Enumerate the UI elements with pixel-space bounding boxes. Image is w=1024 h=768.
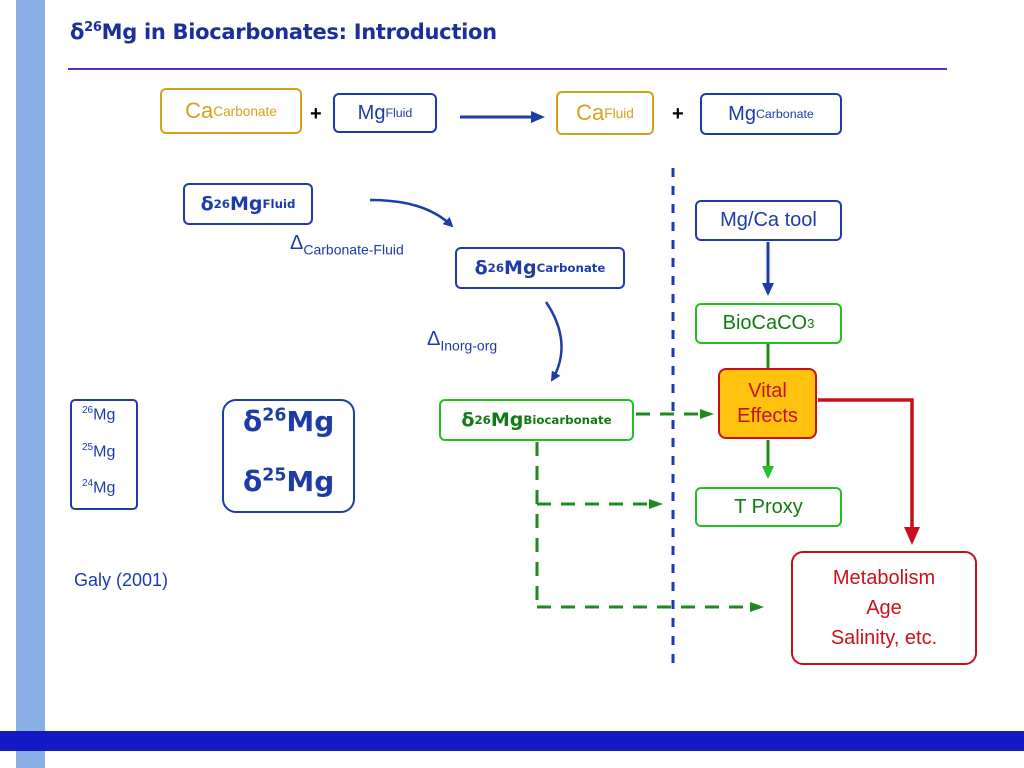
delta-carbonate-fluid-label: ΔCarbonate-Fluid bbox=[290, 232, 404, 258]
plus-sign-2: + bbox=[672, 103, 684, 125]
delta-25mg-label: δ25Mg bbox=[243, 465, 335, 498]
left-accent-bar bbox=[16, 0, 45, 768]
bottom-accent-bar bbox=[0, 731, 1024, 751]
t-proxy-box: T Proxy bbox=[695, 487, 842, 527]
mg-ca-tool-box: Mg/Ca tool bbox=[695, 200, 842, 241]
title-divider bbox=[68, 68, 947, 70]
vital-to-metabolism-arrow bbox=[818, 398, 914, 530]
slide-title: δ26Mg in Biocarbonates: Introduction bbox=[70, 20, 497, 44]
fluid-to-carbonate-arrow bbox=[369, 198, 454, 228]
isotope-mg26: 26Mg bbox=[82, 405, 116, 424]
isotope-mg24: 24Mg bbox=[82, 478, 116, 497]
isotopes-box bbox=[70, 399, 138, 510]
plus-sign-1: + bbox=[310, 103, 322, 125]
isotope-mg25: 25Mg bbox=[82, 442, 116, 461]
citation: Galy (2001) bbox=[74, 570, 169, 590]
delta-notation-box bbox=[222, 399, 355, 513]
carbonate-to-biocarbonate-arrow bbox=[544, 301, 563, 382]
delta-26mg-label: δ26Mg bbox=[243, 405, 335, 438]
delta-inorg-org-label: ΔInorg-org bbox=[427, 328, 498, 354]
